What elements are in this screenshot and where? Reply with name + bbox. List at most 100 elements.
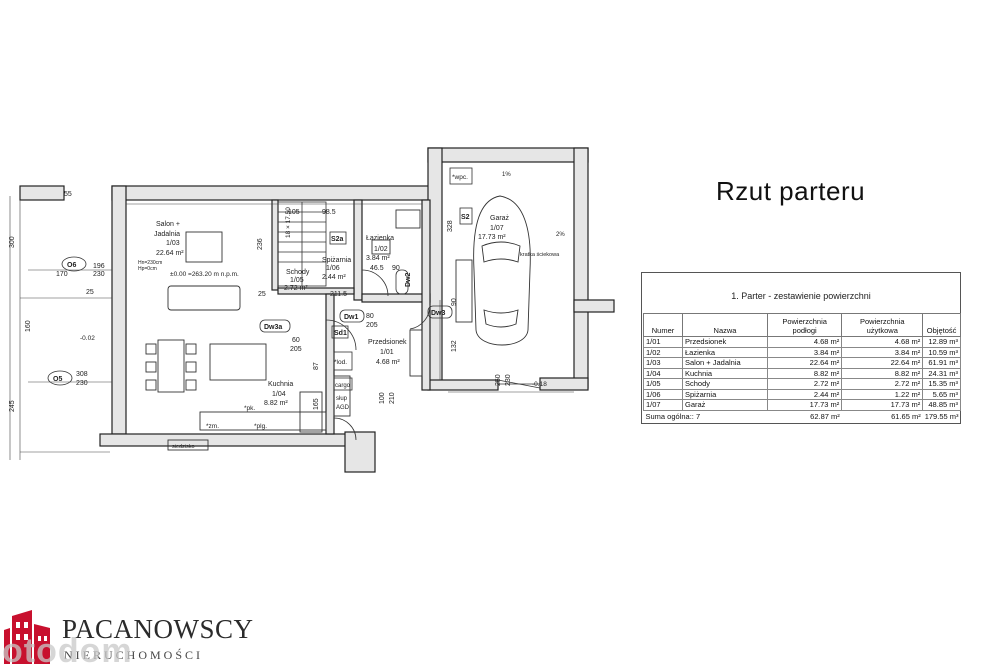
label-agd: AGD: [336, 405, 350, 411]
dim-text: 132: [451, 340, 458, 352]
col-header: Objętość: [922, 313, 961, 337]
dim-text: 245: [9, 400, 16, 412]
fixture-labels: *wpc. *lod. cargo słup AGD *pk. *zm. *pl…: [80, 167, 565, 450]
cell-total-floor: 62.87 m²: [810, 411, 840, 421]
cell-number: 1/04: [643, 367, 683, 379]
dim-text: 165: [313, 398, 320, 410]
washbasin: [371, 239, 391, 255]
label-stairs: 18 × 17.50: [285, 207, 292, 238]
room-name: Jadalnia: [154, 231, 180, 238]
dim-text: 25: [86, 289, 94, 296]
cell-volume: 10.59 m³: [922, 346, 961, 358]
col-header: Nazwa: [682, 313, 768, 337]
room-name: Przedsionek: [368, 339, 407, 346]
table-total-row: Suma ogólna:: 7 62.87 m² 61.65 m² 179.55…: [644, 410, 961, 421]
agency-logo: PACANOWSCY NIERUCHOMOŚCI: [0, 600, 260, 670]
door-tag: Sd1: [334, 330, 347, 337]
room-name: Garaż: [490, 215, 510, 222]
interior-walls: [271, 199, 431, 435]
label-lod: *lod.: [334, 359, 347, 366]
dim-text: 236: [257, 238, 264, 250]
room-area: 8.82 m²: [264, 400, 288, 407]
label-level: -0.02: [80, 335, 95, 342]
cell-floor-area: 8.82 m²: [766, 367, 843, 379]
cell-usable-area: 2.72 m²: [841, 378, 924, 390]
cell-volume: 5.65 m³: [922, 388, 961, 400]
room-name: Łazienka: [366, 235, 394, 242]
cell-volume: 15.35 m³: [922, 378, 961, 390]
dim-text: 25: [258, 291, 266, 298]
cell-usable-area: 22.64 m²: [841, 357, 924, 369]
north-wall: [111, 185, 431, 201]
door-tag: Dw3: [431, 310, 446, 317]
door-tag: Dw1: [344, 314, 359, 321]
dim-text: 170: [56, 271, 68, 278]
garage-east-wall: [573, 147, 589, 389]
table-row: 1/06 Spiżarnia 2.44 m² 1.22 m² 5.65 m³: [643, 388, 961, 400]
table-row: 1/02 Łazienka 3.84 m² 3.84 m² 10.59 m³: [643, 346, 961, 358]
chair: [185, 379, 197, 391]
label-kratka: kratka ściekowa: [520, 252, 560, 258]
floor-plan-drawing: Salon + Jadalnia 1/03 22.64 m² Schody 1/…: [9, 147, 615, 473]
garage-gate: [497, 379, 541, 389]
cell-number: 1/03: [643, 357, 683, 369]
room-id: 1/01: [380, 349, 394, 356]
dim-text: 46.5: [370, 265, 384, 272]
summary-table: Numer Nazwa Powierzchnia podłogi Powierz…: [643, 313, 961, 421]
cell-number: 1/02: [643, 346, 683, 358]
garage-south-wall-b: [539, 377, 589, 391]
cell-name: Salon + Jadalnia: [682, 357, 768, 369]
col-header: Numer: [643, 313, 683, 337]
dim-text: 160: [25, 320, 32, 332]
room-name: Spiżarnia: [322, 257, 351, 264]
staircase: [277, 201, 327, 287]
room-name: Schody: [286, 269, 310, 276]
table-row: 1/05 Schody 2.72 m² 2.72 m² 15.35 m³: [643, 378, 961, 390]
room-id: 1/06: [326, 265, 340, 272]
label-pk: *pk.: [244, 405, 255, 412]
cell-floor-area: 2.44 m²: [766, 388, 843, 400]
cell-name: Przedsionek: [682, 336, 768, 348]
table-row: 1/01 Przedsionek 4.68 m² 4.68 m² 12.89 m…: [643, 336, 961, 348]
table-caption: 1. Parter - zestawienie powierzchni: [731, 291, 871, 301]
room-area: 2.44 m²: [322, 274, 346, 281]
chair: [145, 379, 157, 391]
table-header-row: Numer Nazwa Powierzchnia podłogi Powierz…: [643, 313, 961, 337]
room-id: 1/03: [166, 240, 180, 247]
room-area: 17.73 m²: [478, 234, 506, 241]
dim-text: 55: [64, 191, 72, 198]
cell-total-volume: 179.55 m³: [924, 411, 959, 421]
room-area: 2.72 m²: [284, 285, 308, 292]
cell-total-label: Suma ogólna:: 7: [645, 411, 701, 421]
label-win-b: Hp=0cm: [138, 266, 157, 272]
cell-volume: 12.89 m³: [922, 336, 961, 348]
window-tags: O6 O5: [47, 256, 87, 386]
dimension-labels: 300 196 230 170 160 308 230 245 105 98.5…: [9, 191, 512, 412]
cell-volume: 48.85 m³: [922, 399, 961, 411]
kitchen-island: [209, 343, 267, 381]
room-name: Kuchnia: [268, 381, 293, 388]
room-id: 1/07: [490, 225, 504, 232]
partition-garage: [421, 199, 431, 391]
chair: [145, 343, 157, 355]
dim-text: 250: [495, 374, 502, 386]
cell-usable-area: 1.22 m²: [841, 388, 924, 400]
dim-text: 90: [392, 265, 400, 272]
cell-name: Garaż: [682, 399, 768, 411]
label-wpc: *wpc.: [452, 174, 468, 181]
dim-text: 328: [447, 220, 454, 232]
partition-stairs-south: [277, 287, 355, 295]
room-id: 1/05: [290, 277, 304, 284]
wardrobe: [409, 329, 423, 377]
dim-text: 80: [366, 313, 374, 320]
cell-number: 1/06: [643, 388, 683, 400]
dim-text: 210: [389, 392, 396, 404]
door-tag: S2a: [331, 236, 344, 243]
window-tag: O6: [67, 262, 76, 269]
cell-usable-area: 8.82 m²: [841, 367, 924, 379]
cell-name: Spiżarnia: [682, 388, 768, 400]
label-level: -0.18: [532, 381, 547, 388]
chair: [185, 361, 197, 373]
cell-usable-area: 17.73 m²: [841, 399, 924, 411]
closet: [333, 375, 351, 417]
